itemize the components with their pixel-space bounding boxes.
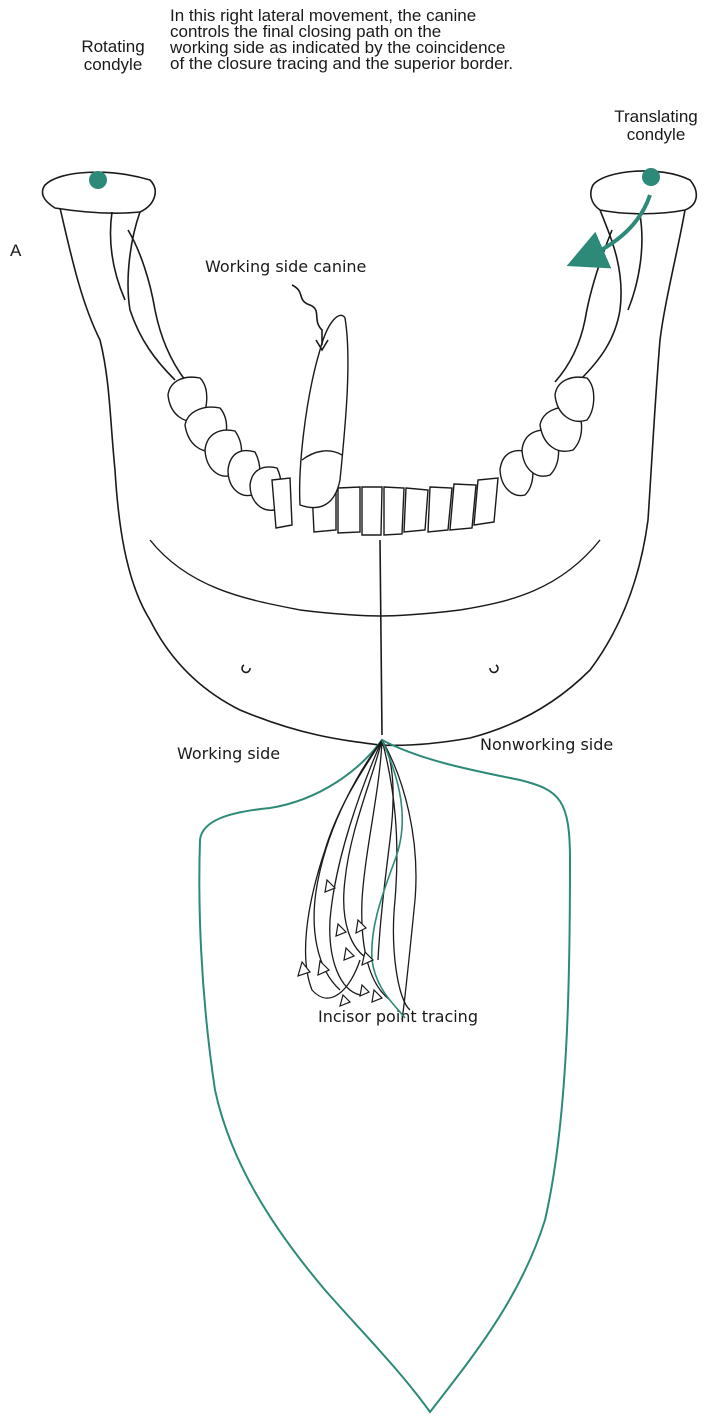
chewing-tracings <box>306 740 416 1020</box>
right-mental-foramen <box>490 665 498 672</box>
canine-pointer-icon <box>292 285 322 345</box>
mandible-body-border <box>150 540 600 616</box>
dental-arch <box>168 315 594 535</box>
incisor-pointer-line <box>380 540 382 735</box>
incisor-envelope <box>199 740 570 1412</box>
left-mental-foramen <box>242 665 250 672</box>
translating-condyle-dot <box>642 168 660 186</box>
rotating-condyle-dot <box>89 171 107 189</box>
working-side-canine <box>300 315 348 507</box>
